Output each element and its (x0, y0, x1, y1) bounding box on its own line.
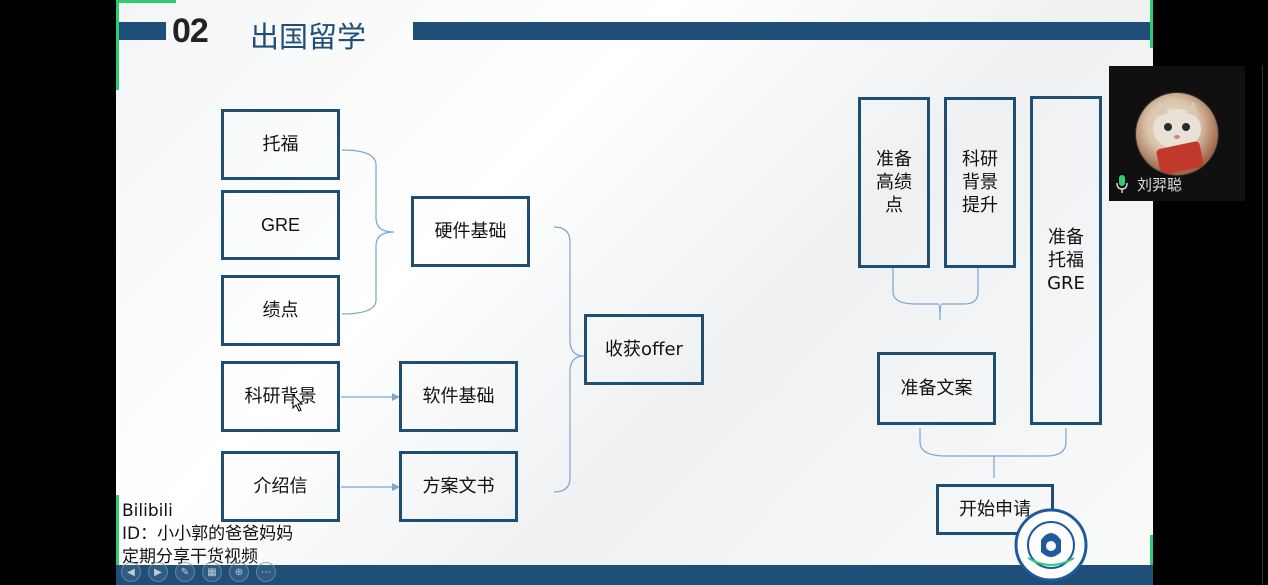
box-prepare-gpa: 准备 高绩 点 (858, 97, 930, 268)
right-divider (1262, 66, 1263, 585)
frame-accent-left-top (116, 0, 176, 3)
box-gpa: 绩点 (221, 275, 340, 346)
frame-accent-bottom-left (116, 495, 119, 585)
brace-hardware (341, 149, 395, 315)
prev-icon[interactable]: ◀ (121, 562, 141, 582)
speaker-name: 刘羿聪 (1137, 176, 1183, 194)
box-research-boost: 科研 背景 提升 (944, 97, 1016, 268)
microphone-icon[interactable] (1115, 174, 1129, 194)
next-icon[interactable]: ▶ (148, 562, 168, 582)
header-left-bar (116, 22, 166, 40)
brace-offer (553, 226, 585, 493)
university-emblem-icon (1014, 508, 1088, 582)
box-plan: 方案文书 (399, 451, 518, 522)
box-prepare-documents: 准备文案 (877, 352, 996, 425)
brace-documents (892, 268, 979, 321)
avatar (1135, 92, 1219, 176)
mouse-cursor-icon (292, 394, 304, 412)
cat-avatar-icon (1153, 101, 1204, 175)
pen-icon[interactable]: ✎ (175, 562, 195, 582)
box-hardware: 硬件基础 (411, 196, 530, 267)
watermark-line-2: ID：小小郭的爸爸妈妈 (122, 524, 294, 544)
footer-bar (116, 565, 1153, 585)
box-offer: 收获offer (584, 314, 704, 385)
box-software: 软件基础 (399, 361, 518, 432)
slide-title: 出国留学 (250, 20, 367, 54)
box-research: 科研背景 (221, 361, 340, 432)
slide: 02 出国留学 托福 GRE 绩点 科研背景 介绍信 硬件基础 软件基础 (116, 0, 1153, 585)
watermark-line-1: Bilibili (122, 501, 173, 521)
box-gre: GRE (221, 190, 340, 260)
slide-number: 02 (172, 12, 209, 50)
more-icon[interactable]: ⋯ (256, 562, 276, 582)
zoom-icon[interactable]: ⊕ (229, 562, 249, 582)
box-toefl: 托福 (221, 109, 340, 180)
frame-accent-bottom-right (1150, 535, 1153, 585)
box-letter: 介绍信 (221, 451, 340, 522)
frame-accent-left (116, 0, 119, 90)
slides-icon[interactable]: ▦ (202, 562, 222, 582)
presenter-camera-tile[interactable]: 刘羿聪 (1109, 66, 1245, 201)
frame-accent-right (1150, 0, 1153, 48)
watermark: Bilibili ID：小小郭的爸爸妈妈 定期分享干货视频 (122, 500, 293, 569)
brace-apply (919, 428, 1067, 478)
diagram-connectors (341, 149, 1067, 493)
header-right-bar (413, 22, 1153, 40)
box-prepare-tests: 准备 托福 GRE (1030, 96, 1102, 425)
